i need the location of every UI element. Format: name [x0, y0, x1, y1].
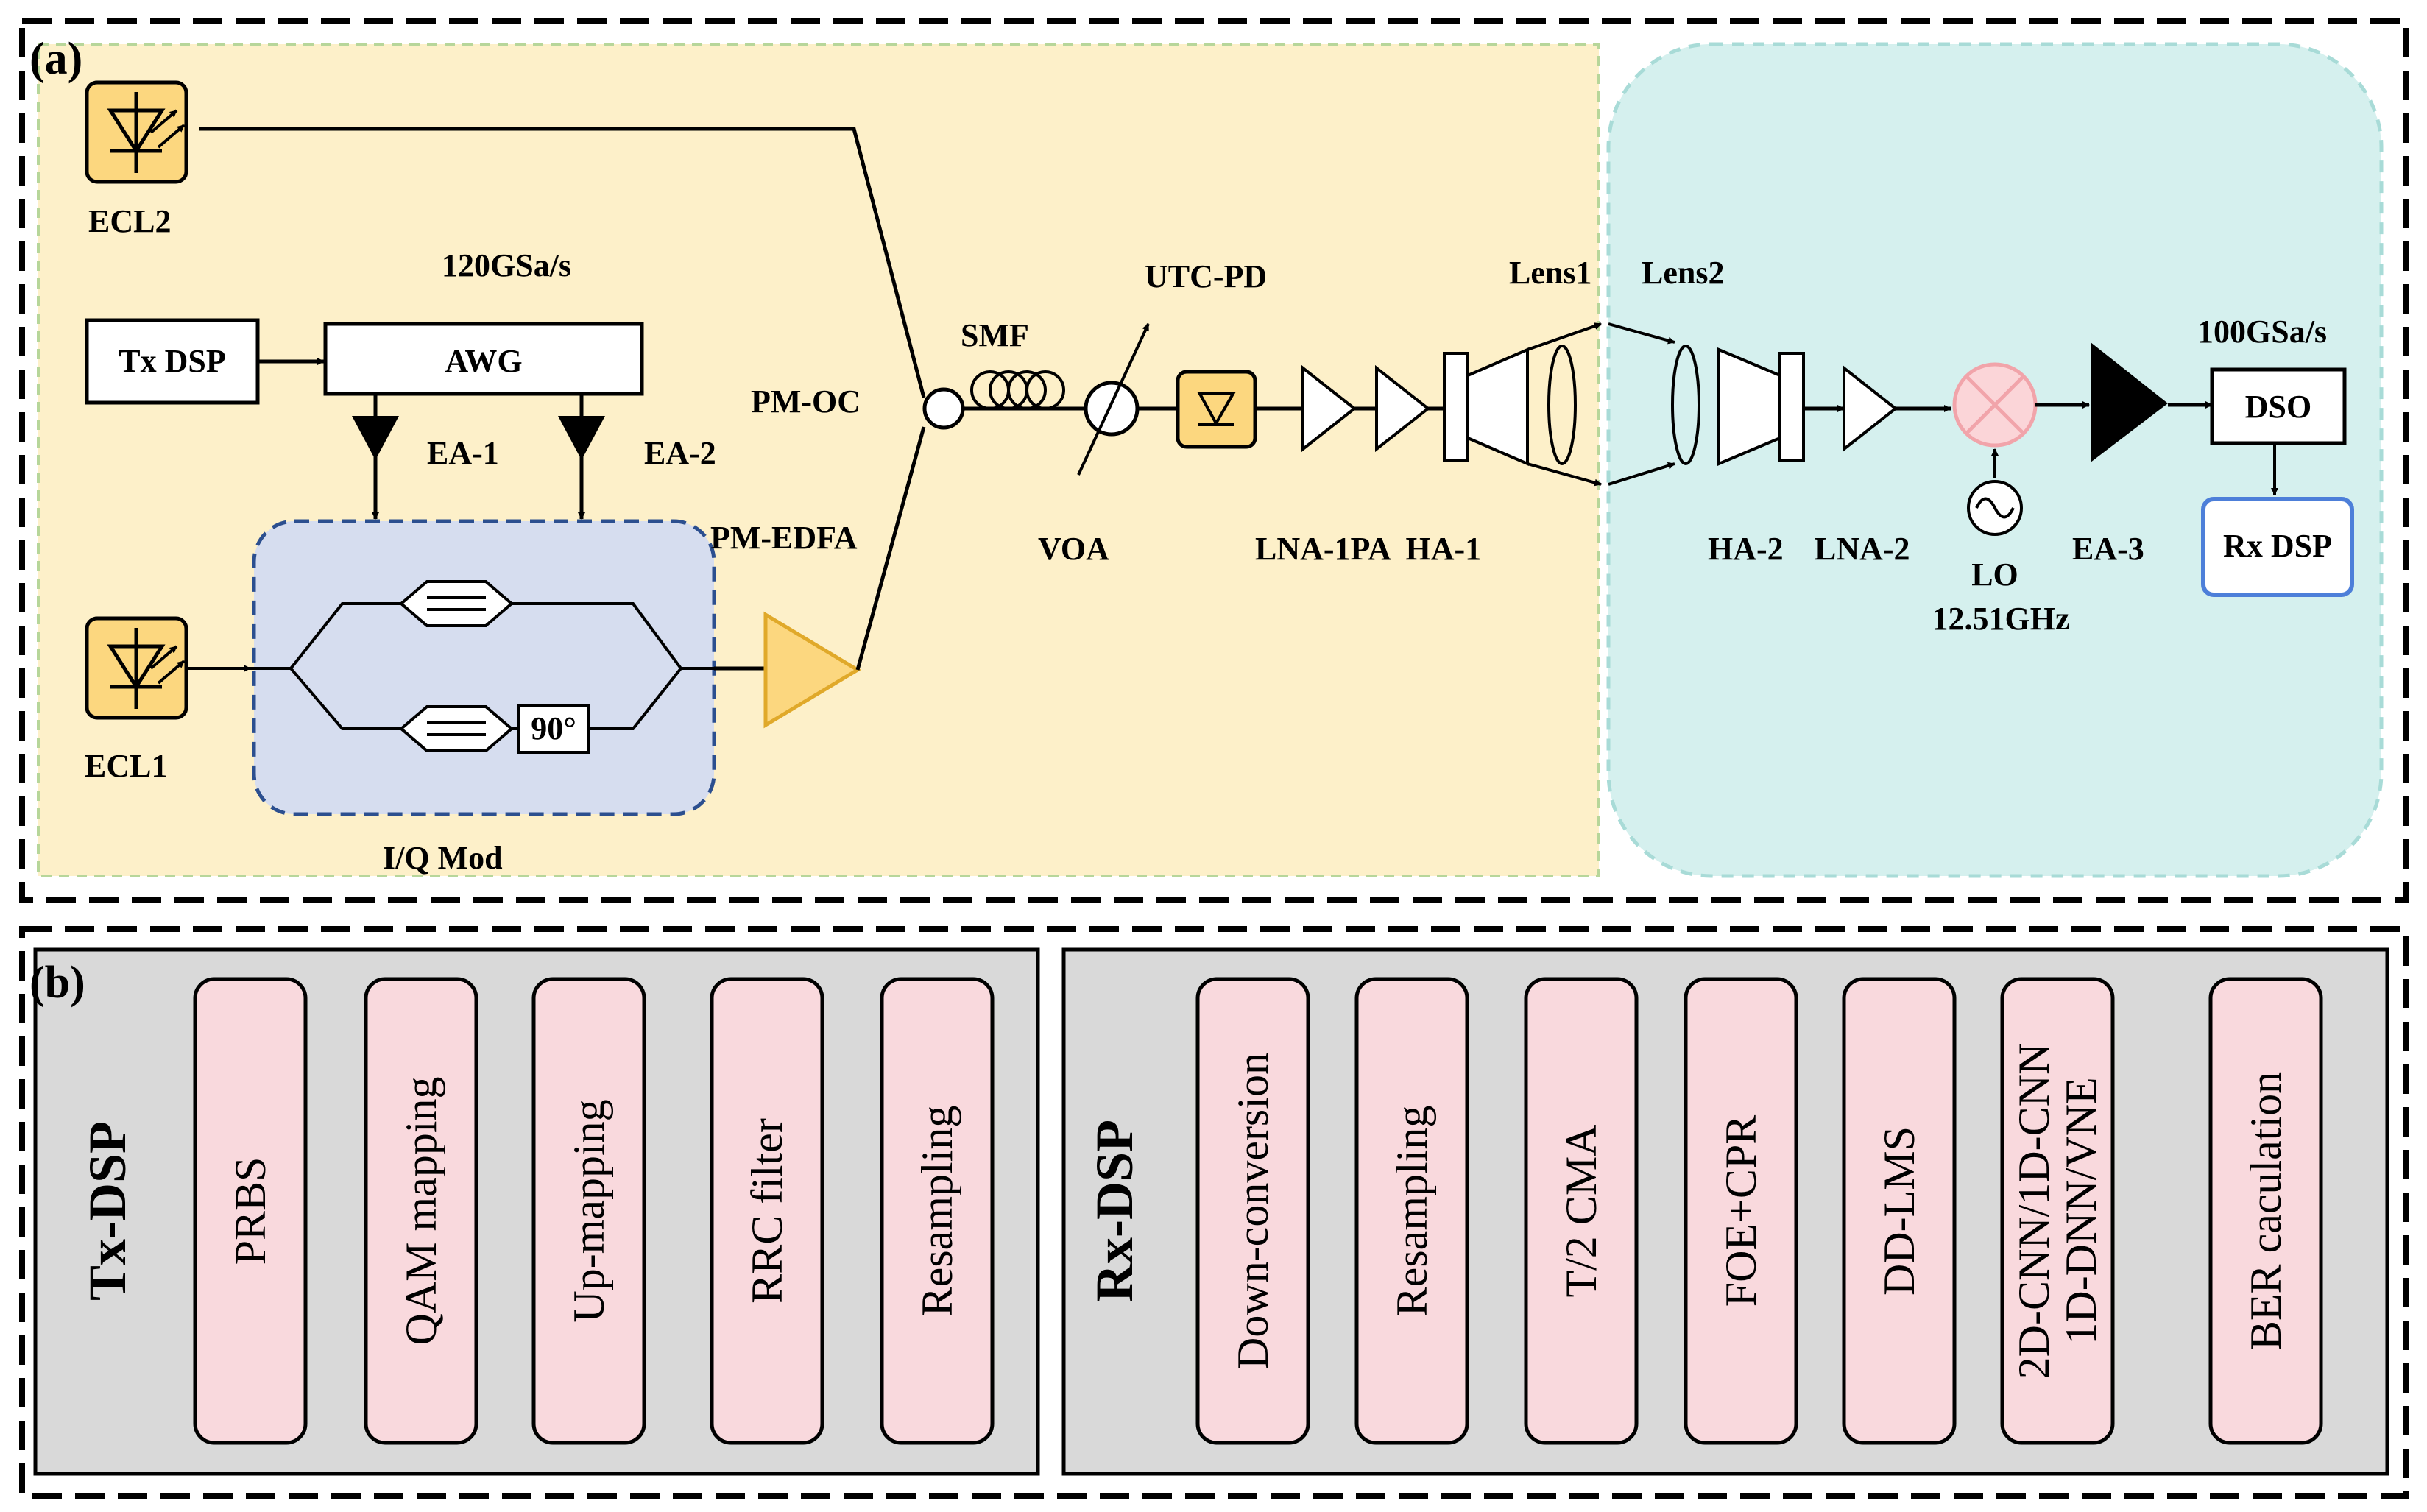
lo-freq-label: 12.51GHz [1932, 601, 2070, 637]
rx-dsp-block-label-5: 2D-CNN/1D-CNN1D-DNN/VNE [2010, 1043, 2105, 1379]
ecl1-label: ECL1 [85, 748, 167, 784]
pm-edfa-icon [763, 611, 861, 729]
tx-dsp-block-4 [880, 977, 995, 1445]
panel-a-label: (a) [29, 34, 82, 84]
tx-dsp-block-label-4: Resampling [913, 1106, 961, 1317]
voa-label: VOA [1038, 531, 1109, 567]
rx-dsp-block-5 [2000, 977, 2115, 1445]
rx-dsp-block-label-6: BER caculation [2241, 1072, 2290, 1350]
rx-dsp-block-label-2: T/2 CMA [1557, 1124, 1605, 1297]
ea1-label: EA-1 [427, 435, 499, 471]
ecl2-label: ECL2 [88, 203, 171, 239]
tx-dsp-block-label-1: QAM mapping [397, 1077, 445, 1346]
thz-beam [1527, 322, 1675, 487]
phase-shifter-box [517, 704, 590, 754]
lna2-label: LNA-2 [1815, 531, 1910, 567]
ecl2-laser-icon [85, 80, 188, 184]
lens2-icon [1671, 345, 1700, 465]
dso-box [2210, 367, 2347, 445]
awg-label: AWG [445, 343, 522, 379]
voa-arrow [1077, 323, 1150, 476]
utc-pd-icon [1176, 370, 1257, 449]
utc-pd-diode-icon [1197, 392, 1236, 427]
rx-dsp-box [2201, 497, 2354, 597]
panel-a-frame [19, 18, 2409, 903]
rx-dsp-block-1 [1354, 977, 1469, 1445]
ecl1-laser-icon [85, 616, 188, 720]
panel-b-label: (b) [29, 958, 85, 1008]
tx-dsp-block-label-2: Up-mapping [565, 1099, 613, 1322]
lens1-label: Lens1 [1509, 255, 1591, 291]
pm-oc-label: PM-OC [751, 384, 861, 420]
rx-dsp-block-label-4: DD-LMS [1875, 1126, 1923, 1296]
lens1-icon [1547, 345, 1577, 465]
rx-dsp-block-3 [1684, 977, 1798, 1445]
rx-dsp-block-4 [1842, 977, 1957, 1445]
rx-dsp-block-label-1: Resampling [1388, 1106, 1436, 1317]
smf-label: SMF [961, 317, 1029, 353]
rx-dsp-block-2 [1524, 977, 1639, 1445]
ha2-label: HA-2 [1708, 531, 1784, 567]
rx-dsp-block-label-0: Down-conversion [1229, 1053, 1277, 1369]
lens2-label: Lens2 [1642, 255, 1724, 291]
phase-shifter-label: 90° [531, 710, 576, 746]
edfa-to-coupler-fiber [855, 426, 926, 671]
tx-dsp-block-label-0: PRBS [226, 1157, 275, 1265]
ea2-amp-icon [558, 416, 605, 460]
pm-oc-icon [922, 387, 965, 430]
ea3-amp-icon [2091, 342, 2168, 462]
rx-dsp-title: Rx-DSP [1085, 1120, 1144, 1302]
awg-rate-label: 120GSa/s [442, 247, 571, 283]
tx-dsp-title: Tx-DSP [78, 1121, 137, 1301]
lo-label: LO [1971, 557, 2018, 593]
ecl2-fiber [199, 127, 926, 398]
rx-dsp-label: Rx DSP [2223, 528, 2332, 564]
dso-rate-label: 100GSa/s [2197, 314, 2327, 350]
mixer-icon [1952, 362, 2038, 448]
dso-label: DSO [2245, 389, 2311, 425]
rx-dsp-block-0 [1195, 977, 1310, 1445]
ea1-amp-icon [352, 416, 399, 460]
ea2-label: EA-2 [644, 435, 716, 471]
mzm-bottom-icon [398, 705, 515, 752]
lna1-pa-ha1-label: LNA-1PA HA-1 [1255, 531, 1481, 567]
rx-dsp-block-6 [2208, 977, 2323, 1445]
panel-b-frame [19, 926, 2409, 1499]
ea3-label: EA-3 [2072, 531, 2144, 567]
pm-edfa-label: PM-EDFA [710, 520, 858, 556]
rx-dsp-block-label-3: FOE+CPR [1717, 1115, 1765, 1307]
lo-oscillator-icon [1967, 480, 2023, 536]
ha1-flange-icon [1443, 352, 1469, 462]
tx-dsp-block-label-3: RRC filter [743, 1118, 791, 1304]
utc-pd-label: UTC-PD [1145, 258, 1267, 294]
pa-amp-icon [1375, 364, 1431, 453]
tx-dsp-block-1 [364, 977, 478, 1445]
iq-mod-box [252, 519, 716, 816]
tx-dsp-block-0 [193, 977, 308, 1445]
tx-dsp-block-3 [710, 977, 824, 1445]
iq-mod-label: I/Q Mod [383, 840, 503, 876]
tx-dsp-block-2 [531, 977, 646, 1445]
rx-dsp-blocks: Down-conversion Resampling T/2 CMA FOE+CPR D… [1195, 977, 2323, 1445]
lna2-amp-icon [1843, 364, 1898, 453]
awg-box [323, 322, 644, 396]
mzm-top-icon [398, 580, 515, 627]
voa-icon [1084, 381, 1140, 437]
tx-dsp-label: Tx DSP [119, 343, 225, 379]
ha2-flange-icon [1778, 352, 1805, 462]
lna1-amp-icon [1301, 364, 1357, 453]
tx-dsp-blocks: PRBS QAM mapping Up-mapping RRC filter Resam… [193, 977, 995, 1445]
